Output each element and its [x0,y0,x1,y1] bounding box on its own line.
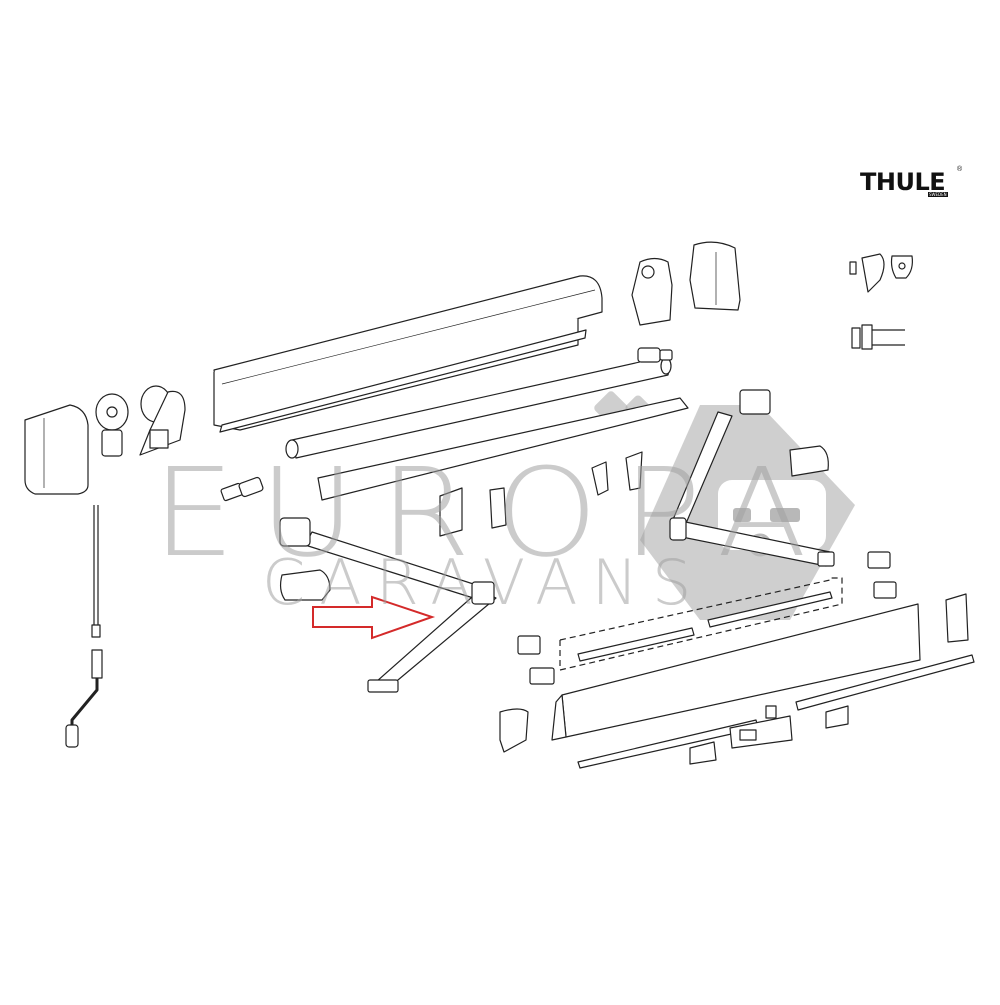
valance-strip [317,397,689,501]
rail-clip-right [825,705,849,729]
arm-bracket-cover-right [789,445,829,477]
roller-plug-right [637,347,673,363]
brand-logo: THULE [860,168,946,196]
mounting-bracket-set [849,253,913,293]
rail-clip-left [689,741,717,765]
crank-handle [65,505,103,748]
watermark-line2: CARAVANS [262,546,706,619]
gear-housing-right [631,257,673,326]
lead-bar-end-cap-left [517,635,555,685]
roller-end-plug [220,476,264,502]
watermark-line1: EUROPA [152,442,831,584]
lead-bar-tension-rods [559,577,843,671]
spring-pin-set [851,324,905,350]
wall-bracket [439,451,643,537]
lead-rail-rod [577,654,975,769]
end-cover-left [499,708,529,753]
front-lead-bar [551,603,921,741]
support-arm-left [279,517,497,693]
gear-housing-left [139,385,186,456]
lock-plate [729,715,793,749]
awning-cassette-housing [213,275,603,433]
arm-bracket-cover-left [279,569,331,601]
lead-bar-end-cap-right [867,551,969,643]
highlight-arrow-icon [312,595,436,640]
winding-gear [95,393,129,457]
end-cap-left [24,404,89,495]
support-arm-right [669,389,835,567]
registered-mark: ® [957,166,963,173]
end-cap-right [689,241,741,311]
brand-logo-subtext: SWEDEN [928,192,948,197]
